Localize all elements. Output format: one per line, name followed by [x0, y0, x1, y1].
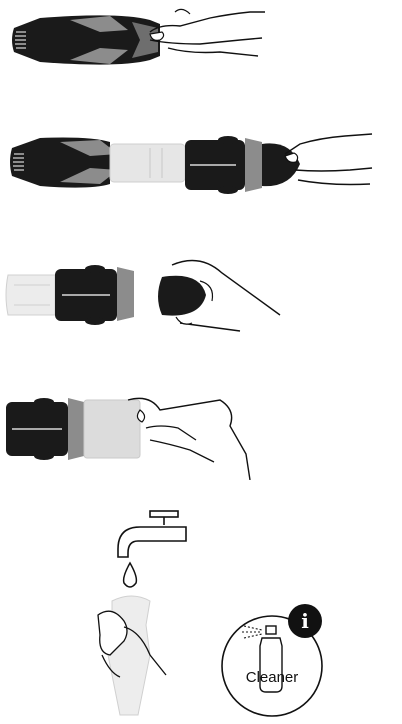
faucet-rinse-icon — [0, 505, 402, 724]
info-symbol: i — [301, 609, 309, 633]
step-grip-device — [0, 0, 402, 80]
step-rinse — [0, 505, 402, 724]
step-remove-cap — [0, 245, 402, 345]
step-remove-sleeve — [0, 370, 402, 480]
info-icon: i — [288, 604, 322, 638]
sleeve-removal-icon — [0, 370, 402, 480]
device-disassemble-icon — [0, 120, 402, 215]
cap-removal-icon — [0, 245, 402, 345]
cleaner-badge: Cleaner i — [216, 606, 328, 718]
device-grip-icon — [0, 0, 402, 80]
cleaner-label: Cleaner — [246, 669, 299, 686]
step-pull-apart — [0, 120, 402, 215]
